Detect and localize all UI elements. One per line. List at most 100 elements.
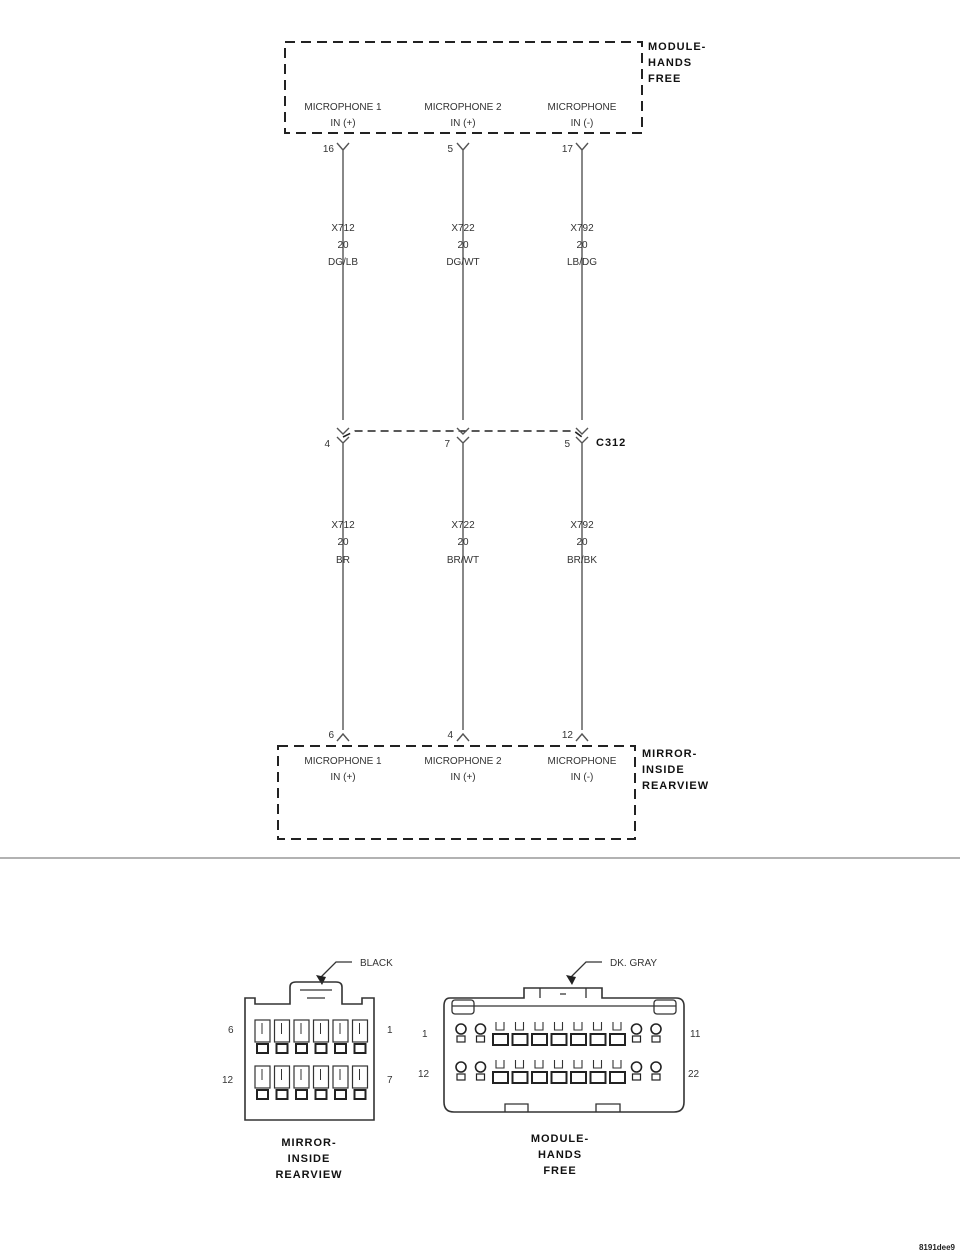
svg-text:20: 20 bbox=[457, 240, 469, 251]
svg-text:INSIDE: INSIDE bbox=[642, 764, 685, 776]
svg-text:22: 22 bbox=[688, 1069, 700, 1080]
module-pin-numbers: 16 5 17 bbox=[323, 144, 574, 155]
module-cavity-round bbox=[474, 1061, 487, 1073]
mirror-terminal bbox=[295, 1043, 308, 1054]
svg-text:MICROPHONE 2: MICROPHONE 2 bbox=[424, 102, 502, 113]
mirror-terminal bbox=[256, 1043, 269, 1054]
module-cavity-round bbox=[474, 1023, 487, 1035]
mirror-cavity bbox=[273, 1019, 291, 1043]
svg-text:DK. GRAY: DK. GRAY bbox=[610, 958, 657, 969]
mirror-cavity bbox=[254, 1019, 271, 1043]
mirror-terminal bbox=[295, 1089, 308, 1100]
svg-text:5: 5 bbox=[564, 439, 570, 450]
svg-text:DG/WT: DG/WT bbox=[446, 257, 479, 268]
svg-text:20: 20 bbox=[457, 537, 469, 548]
mirror-inside-rearview-title: MIRROR- INSIDE REARVIEW bbox=[642, 748, 709, 792]
svg-text:MIRROR-: MIRROR- bbox=[642, 748, 697, 760]
module-terminal bbox=[492, 1071, 509, 1084]
svg-text:MICROPHONE 1: MICROPHONE 1 bbox=[304, 102, 382, 113]
mirror-terminal bbox=[256, 1089, 269, 1100]
svg-text:BLACK: BLACK bbox=[360, 958, 393, 969]
svg-text:HANDS: HANDS bbox=[538, 1149, 582, 1161]
svg-text:MIRROR-: MIRROR- bbox=[281, 1137, 336, 1149]
mirror-cavity bbox=[254, 1065, 271, 1089]
svg-text:DG/LB: DG/LB bbox=[328, 257, 358, 268]
mirror-terminal bbox=[275, 1089, 289, 1100]
svg-text:7: 7 bbox=[387, 1075, 393, 1086]
svg-text:20: 20 bbox=[576, 240, 588, 251]
module-cavity-latch bbox=[592, 1022, 603, 1031]
svg-text:6: 6 bbox=[328, 730, 334, 741]
module-cavity-round bbox=[650, 1061, 662, 1073]
module-terminal bbox=[570, 1033, 587, 1046]
module-cavity-latch bbox=[495, 1022, 505, 1031]
svg-text:MICROPHONE: MICROPHONE bbox=[548, 756, 617, 767]
mirror-pin-names: MICROPHONE 1 IN (+) MICROPHONE 2 IN (+) … bbox=[304, 756, 616, 783]
module-cavity-base bbox=[651, 1073, 661, 1081]
svg-text:1: 1 bbox=[387, 1025, 393, 1036]
mirror-cavity bbox=[293, 1065, 310, 1089]
module-terminal bbox=[589, 1071, 607, 1084]
module-cavity-base bbox=[456, 1035, 466, 1043]
module-cavity-latch bbox=[612, 1060, 622, 1069]
module-cavity-round bbox=[455, 1061, 467, 1073]
svg-text:7: 7 bbox=[444, 439, 450, 450]
mirror-terminal bbox=[275, 1043, 289, 1054]
svg-text:IN (-): IN (-) bbox=[571, 772, 594, 783]
module-terminal bbox=[492, 1033, 509, 1046]
svg-text:20: 20 bbox=[337, 240, 349, 251]
mirror-terminal bbox=[353, 1043, 367, 1054]
svg-text:6: 6 bbox=[228, 1025, 234, 1036]
module-cavity-latch bbox=[573, 1022, 583, 1031]
svg-text:X722: X722 bbox=[451, 520, 475, 531]
mirror-terminal bbox=[334, 1089, 347, 1100]
svg-text:REARVIEW: REARVIEW bbox=[275, 1169, 342, 1181]
module-cavity-latch bbox=[553, 1022, 564, 1031]
module-terminal bbox=[570, 1071, 587, 1084]
module-cavity-latch bbox=[514, 1060, 525, 1069]
upper-wire-labels: X712 20 DG/LB X722 20 DG/WT X792 20 LB/D… bbox=[328, 223, 597, 268]
c312-connector: 4 7 5 C312 bbox=[324, 427, 626, 730]
module-pin-names: MICROPHONE 1 IN (+) MICROPHONE 2 IN (+) … bbox=[304, 102, 616, 129]
mirror-terminal bbox=[314, 1089, 328, 1100]
module-cavity-latch bbox=[573, 1060, 583, 1069]
mirror-inside-rearview-box bbox=[277, 745, 636, 840]
module-hands-free-title: MODULE- HANDS FREE bbox=[648, 41, 705, 85]
module-cavity-base bbox=[631, 1035, 642, 1043]
figure-id: 8191dee9 bbox=[919, 1243, 956, 1252]
mirror-cavity bbox=[312, 1019, 330, 1043]
module-cavity-base bbox=[475, 1035, 486, 1043]
svg-text:20: 20 bbox=[576, 537, 588, 548]
svg-text:4: 4 bbox=[447, 730, 453, 741]
mirror-connector-view: BLACK 6 1 12 7 MIRROR- INSIDE REARVIEW bbox=[222, 958, 393, 1181]
module-cavity-base bbox=[631, 1073, 642, 1081]
module-cavity-round bbox=[630, 1023, 643, 1035]
mirror-terminal bbox=[334, 1043, 347, 1054]
svg-text:12: 12 bbox=[562, 730, 574, 741]
mirror-cavity bbox=[351, 1065, 369, 1089]
svg-text:12: 12 bbox=[418, 1069, 430, 1080]
mirror-cavity bbox=[351, 1019, 369, 1043]
svg-text:REARVIEW: REARVIEW bbox=[642, 780, 709, 792]
svg-text:16: 16 bbox=[323, 144, 335, 155]
c312-label: C312 bbox=[596, 437, 626, 449]
mirror-cavity bbox=[273, 1065, 291, 1089]
module-cavity-latch bbox=[514, 1022, 525, 1031]
module-cavity-latch bbox=[495, 1060, 505, 1069]
mirror-cavity bbox=[332, 1019, 349, 1043]
svg-text:MICROPHONE 1: MICROPHONE 1 bbox=[304, 756, 382, 767]
svg-text:X712: X712 bbox=[331, 223, 355, 234]
module-terminal bbox=[531, 1071, 548, 1084]
svg-text:X722: X722 bbox=[451, 223, 475, 234]
svg-text:BR/BK: BR/BK bbox=[567, 555, 597, 566]
svg-text:MICROPHONE: MICROPHONE bbox=[548, 102, 617, 113]
module-terminal bbox=[550, 1033, 568, 1046]
svg-text:BR: BR bbox=[336, 555, 350, 566]
module-connector-view: DK. GRAY 1 11 12 22 MODULE- HANDS FREE bbox=[418, 958, 701, 1177]
svg-text:IN (-): IN (-) bbox=[571, 118, 594, 129]
module-terminal bbox=[589, 1033, 607, 1046]
module-cavity-latch bbox=[553, 1060, 564, 1069]
mirror-terminals bbox=[336, 732, 589, 742]
module-cavity-base bbox=[651, 1035, 661, 1043]
